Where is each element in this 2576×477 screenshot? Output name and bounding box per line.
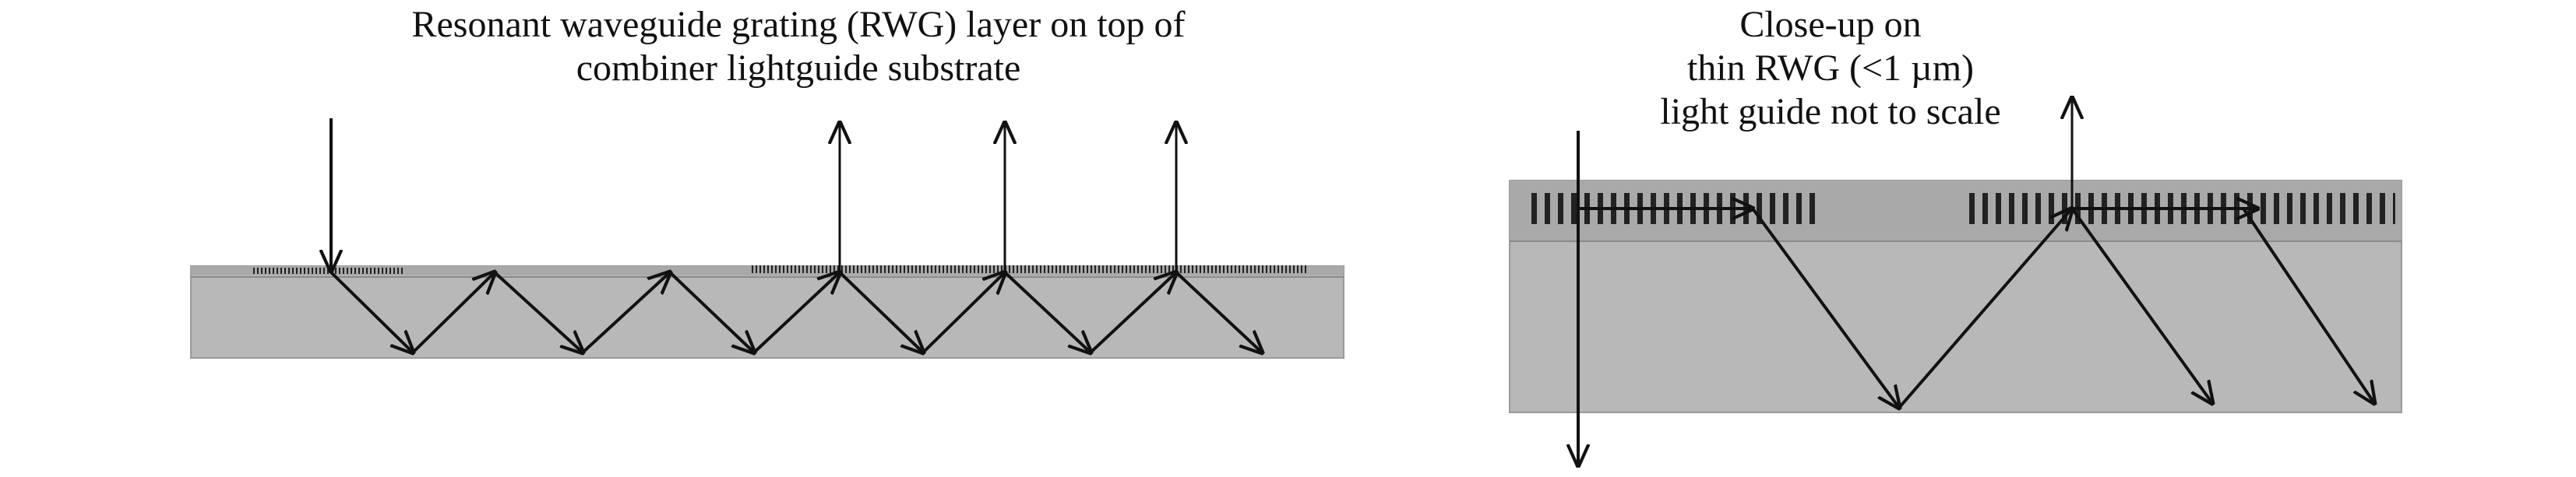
left-outcoupled-rays [840, 123, 1176, 271]
left-caption: Resonant waveguide grating (RWG) layer o… [257, 3, 1340, 90]
right-caption-line-2: thin RWG (<1 µm) [1686, 47, 1975, 89]
right-caption: Close-up on thin RWG (<1 µm) light guide… [1558, 3, 2103, 134]
right-guided-rays [1578, 209, 2374, 408]
right-caption-line-3: light guide not to scale [1660, 91, 2001, 132]
right-lightguide [1509, 98, 2402, 465]
left-zigzag-ray [329, 272, 1262, 352]
right-rwg-layer [1510, 181, 2402, 241]
left-caption-line-1: Resonant waveguide grating (RWG) layer o… [411, 4, 1186, 45]
left-lightguide [190, 118, 1344, 359]
left-substrate [190, 265, 1344, 359]
left-caption-line-2: combiner lightguide substrate [576, 47, 1021, 89]
right-caption-line-1: Close-up on [1739, 4, 1922, 45]
